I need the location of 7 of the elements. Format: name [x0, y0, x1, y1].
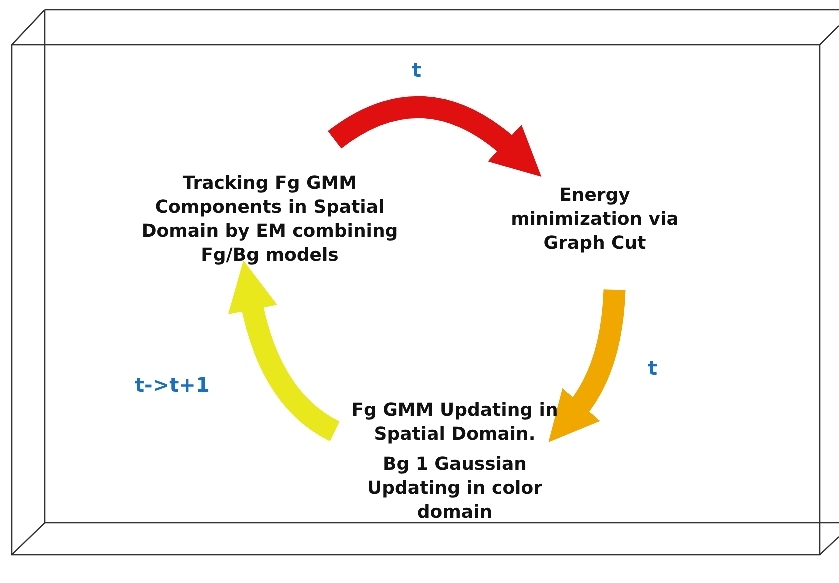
edge-label: t — [412, 58, 422, 82]
edge-label: t->t+1 — [135, 373, 210, 397]
node-text: Fg GMM Updating in Spatial Domain. — [350, 399, 560, 447]
node-text: Tracking Fg GMM Components in Spatial Domain by EM combining Fg/Bg models — [140, 172, 400, 268]
edge-label: t — [648, 356, 658, 380]
node-text: Bg 1 Gaussian Updating in color domain — [366, 453, 544, 525]
node-text: Energy minimization via Graph Cut — [510, 184, 680, 256]
